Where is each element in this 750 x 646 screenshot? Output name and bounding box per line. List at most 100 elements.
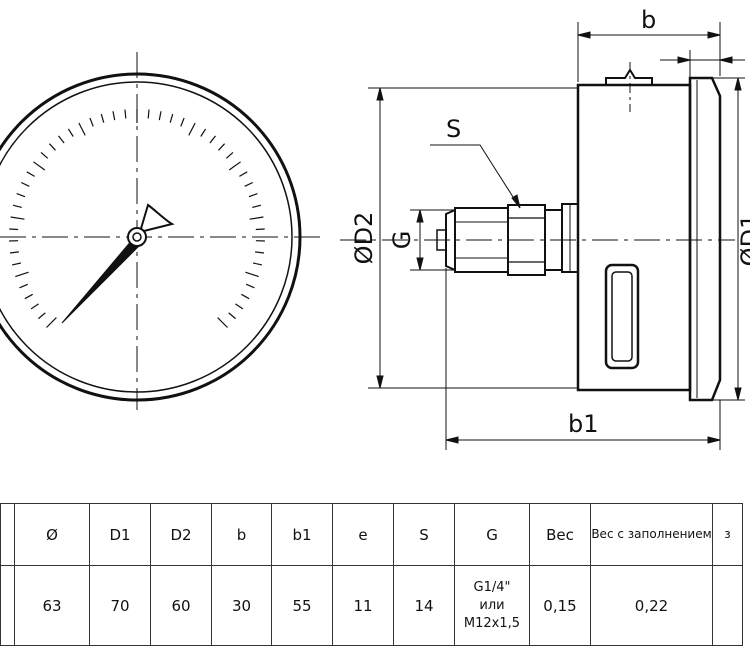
dial-tick — [252, 204, 262, 208]
dim-e-arrow-left — [677, 56, 691, 64]
dial-tick — [46, 317, 57, 328]
table-row: 63 70 60 30 55 11 14 G1/4" или M12x1,5 0… — [0, 565, 743, 646]
dial-tick — [11, 262, 22, 266]
dial-tick — [89, 117, 94, 127]
dim-b-arrow-right — [707, 31, 721, 39]
filler-plug — [605, 68, 653, 85]
dial-tick — [10, 216, 25, 220]
dim-b1-arrow-left — [445, 436, 459, 444]
table-cell: G1/4" или M12x1,5 — [454, 565, 530, 646]
dim-d1-arrow-top — [734, 77, 742, 91]
specification-table: Ø D1 D2 b b1 e S G Вес Вес с заполнением… — [0, 503, 743, 646]
header-cell: b — [211, 503, 272, 566]
dim-b-arrow-left — [577, 31, 591, 39]
dim-s-leader — [430, 144, 521, 209]
dial-tick — [24, 293, 33, 300]
header-cell: S — [393, 503, 455, 566]
header-cell: D2 — [150, 503, 212, 566]
table-cell — [712, 565, 743, 646]
dial-tick — [9, 251, 19, 254]
dial-tick — [12, 204, 22, 208]
header-cell — [0, 503, 15, 566]
dial-tick — [209, 135, 216, 144]
dial-tick — [228, 161, 241, 171]
header-cell: b1 — [271, 503, 333, 566]
dial-tick — [244, 181, 254, 187]
dial-tick — [188, 122, 196, 136]
header-cell: Вес с заполнением — [590, 503, 713, 566]
table-cell: 14 — [393, 565, 455, 646]
dial-tick — [15, 271, 29, 278]
dial-tick — [255, 228, 265, 231]
table-cell: 60 — [150, 565, 212, 646]
case-bezel — [688, 76, 722, 402]
gauge-front-view — [0, 52, 325, 410]
case-window-inner — [611, 271, 633, 362]
header-cell: D1 — [89, 503, 151, 566]
dial-tick — [158, 111, 162, 121]
dim-e-arrow-right — [719, 56, 733, 64]
label-b: b — [641, 6, 656, 34]
header-cell: e — [332, 503, 394, 566]
header-cell: Ø — [14, 503, 90, 566]
table-cell: 55 — [271, 565, 333, 646]
dim-d2-arrow-bottom — [376, 375, 384, 389]
dial-tick — [124, 109, 127, 119]
dial-tick — [245, 283, 255, 289]
dial-tick — [180, 117, 185, 127]
dim-b1-arrow-right — [707, 436, 721, 444]
table-cell: 63 — [14, 565, 90, 646]
pointer-needle — [61, 239, 141, 324]
dial-tick — [169, 113, 174, 123]
dial-tick — [248, 193, 258, 198]
dial-tick — [241, 293, 250, 300]
dial-tick — [78, 122, 86, 136]
dim-d1-arrow-bottom — [734, 387, 742, 401]
dial-tick — [48, 143, 56, 151]
dim-g-arrow-bottom — [416, 257, 424, 271]
technical-drawing: b S ØD2 G ØD1 b1 — [0, 6, 750, 450]
dial-tick — [228, 312, 236, 320]
pointer-tail — [138, 203, 175, 234]
dial-tick — [16, 193, 26, 198]
dial-tick — [20, 181, 30, 187]
dial-tick — [67, 128, 74, 137]
dimensions — [368, 22, 745, 450]
dial-tick — [30, 303, 39, 310]
dial-tick — [200, 128, 207, 137]
dial-scale-ticks — [9, 109, 265, 328]
label-d2: ØD2 — [350, 212, 378, 265]
dim-g-arrow-top — [416, 209, 424, 223]
dial-tick — [235, 303, 244, 310]
case-window-outer — [604, 263, 640, 370]
dial-tick — [19, 283, 29, 289]
pointer-hub-inner — [132, 232, 142, 242]
table-cell: 30 — [211, 565, 272, 646]
dial-tick — [249, 216, 264, 220]
dial-tick — [245, 271, 259, 278]
dial-tick — [147, 109, 150, 119]
dial-tick — [217, 317, 228, 328]
dial-tick — [58, 135, 65, 144]
dial-tick — [255, 251, 265, 254]
dial-tick — [100, 113, 105, 123]
dial-tick — [218, 143, 226, 151]
header-cell: з — [712, 503, 743, 566]
dial-tick — [38, 312, 46, 320]
dial-tick — [225, 151, 234, 159]
dial-tick — [9, 228, 19, 231]
table-cell: 70 — [89, 565, 151, 646]
table-cell: 11 — [332, 565, 394, 646]
dial-tick — [33, 161, 46, 171]
dial-tick — [40, 151, 49, 159]
table-header-row: Ø D1 D2 b b1 e S G Вес Вес с заполнением… — [0, 503, 743, 566]
dial-tick — [112, 111, 116, 121]
label-s: S — [446, 115, 461, 143]
header-cell: Вес — [529, 503, 591, 566]
label-b1: b1 — [568, 410, 599, 438]
dial-tick — [26, 171, 35, 177]
table-cell: 0,15 — [529, 565, 591, 646]
dim-d2-arrow-top — [376, 87, 384, 101]
dial-tick — [252, 262, 263, 266]
label-d1: ØD1 — [736, 214, 750, 267]
